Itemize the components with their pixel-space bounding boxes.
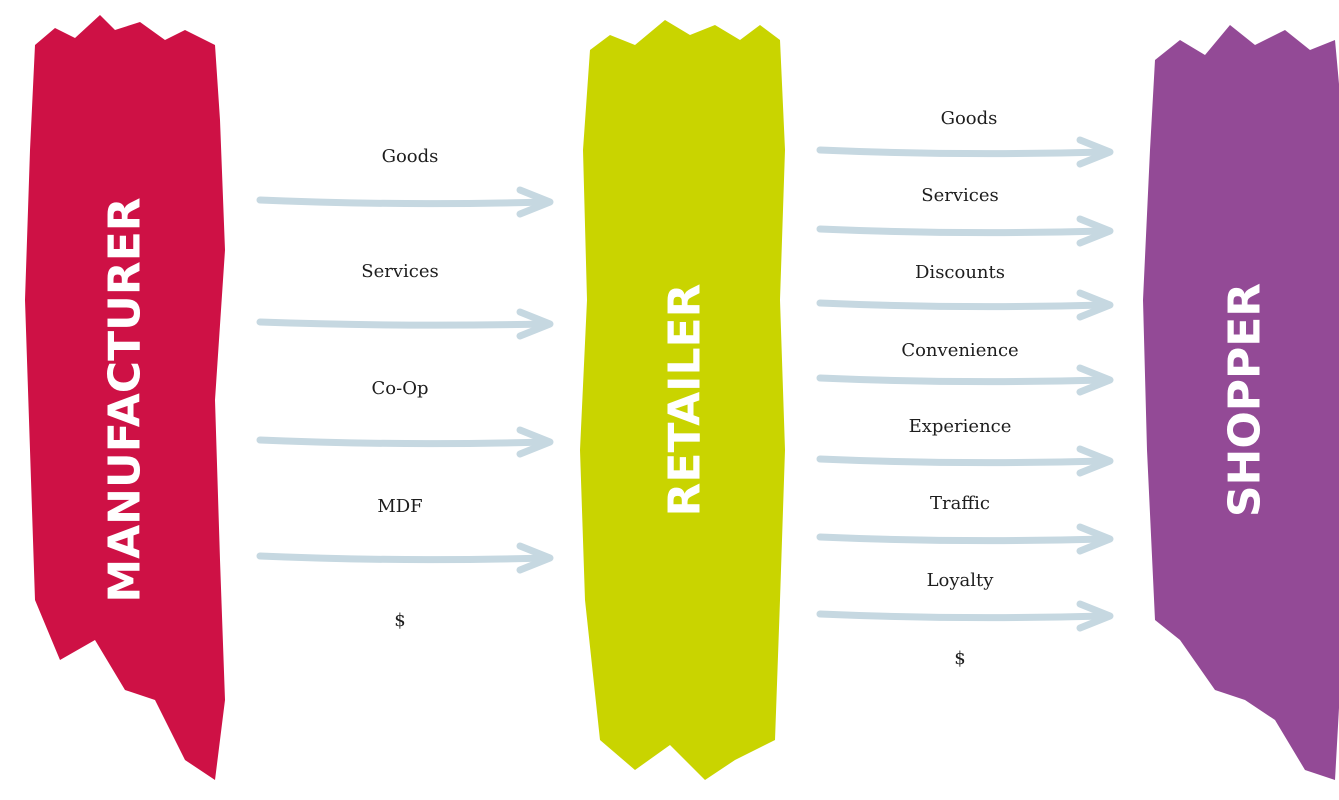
flow-label-traffic-r: Traffic xyxy=(930,493,990,514)
arrow-goods-m xyxy=(256,186,554,218)
arrow-services-r xyxy=(816,215,1114,247)
flow-label-dollar-m: $ xyxy=(394,610,406,631)
arrow-mdf-m xyxy=(256,542,554,574)
arrow-loyalty-r xyxy=(816,600,1114,632)
flow-label-goods-m: Goods xyxy=(381,146,439,167)
arrow-services-m xyxy=(256,308,554,340)
shopper-node: SHOPPER xyxy=(1135,0,1339,800)
manufacturer-node: MANUFACTURER xyxy=(15,0,235,800)
arrow-experience-r xyxy=(816,445,1114,477)
retailer-brush-stroke xyxy=(580,20,785,780)
arrow-convenience-r xyxy=(816,364,1114,396)
arrow-coop-m xyxy=(256,426,554,458)
arrow-goods-r xyxy=(816,136,1114,168)
flow-label-discounts-r: Discounts xyxy=(915,262,1005,283)
flow-label-services-m: Services xyxy=(361,261,439,282)
flow-label-coop-m: Co-Op xyxy=(371,378,429,399)
flow-label-dollar-r: $ xyxy=(954,648,966,669)
shopper-brush-stroke xyxy=(1143,25,1339,780)
arrow-traffic-r xyxy=(816,523,1114,555)
retailer-node: RETAILER xyxy=(575,0,795,800)
manufacturer-brush-stroke xyxy=(25,15,225,780)
flow-label-loyalty-r: Loyalty xyxy=(926,570,994,591)
flow-label-mdf-m: MDF xyxy=(377,496,423,517)
flow-label-goods-r: Goods xyxy=(940,108,998,129)
flow-label-experience-r: Experience xyxy=(908,416,1012,437)
arrow-discounts-r xyxy=(816,289,1114,321)
flow-label-convenience-r: Convenience xyxy=(901,340,1019,361)
flow-label-services-r: Services xyxy=(921,185,999,206)
